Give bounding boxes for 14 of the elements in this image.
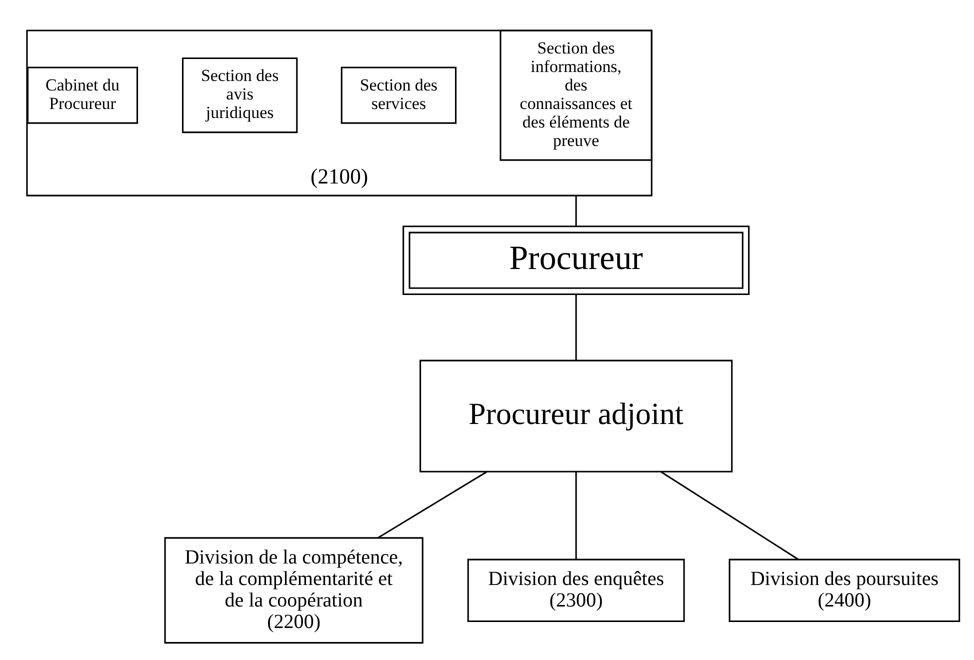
node-box: Cabinet du Procureur bbox=[27, 66, 138, 124]
node-box: Section des avis juridiques bbox=[182, 57, 298, 133]
connector bbox=[660, 470, 799, 560]
connector bbox=[575, 294, 577, 360]
connector bbox=[575, 471, 577, 559]
node-box: Division des poursuites (2400) bbox=[728, 558, 960, 622]
node-box: Procureur bbox=[402, 225, 750, 295]
connector bbox=[377, 470, 488, 538]
node-box: Division des enquêtes (2300) bbox=[467, 558, 685, 622]
node-box: Section des services bbox=[340, 66, 457, 124]
connector bbox=[575, 195, 577, 226]
node-box: Procureur adjoint bbox=[420, 359, 733, 472]
node-box: Division de la compétence, de la complémentarité et de la coopération (2200) bbox=[164, 536, 424, 644]
node-box: Section des informations, des connaissances et des éléments de preuve bbox=[500, 29, 652, 160]
